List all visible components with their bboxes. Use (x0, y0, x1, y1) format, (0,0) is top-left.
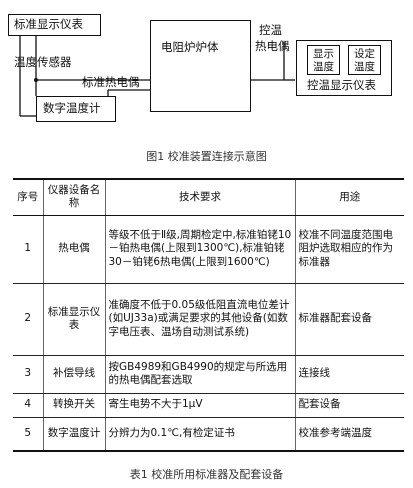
display-temperature-label-1: 显示 (313, 48, 334, 60)
cell-usage: 标准器配套设备 (295, 283, 404, 356)
digital-thermometer-label: 数字温度计 (43, 101, 101, 115)
temperature-sensor-label: 温度传感器 (14, 55, 72, 69)
cell-no: 1 (13, 215, 44, 284)
cell-no: 3 (13, 355, 44, 394)
cell-requirement: 准确度不低于0.05级低阻直流电位差计(如UJ33a)或满足要求的其他设备(如数… (105, 283, 296, 356)
header-usage: 用途 (295, 178, 404, 216)
header-no: 序号 (13, 178, 44, 216)
cell-device: 补偿导线 (43, 355, 106, 394)
display-temperature-box: 显示 温度 (307, 45, 340, 75)
junction-dot (34, 78, 38, 82)
cell-device: 热电偶 (43, 215, 106, 284)
table-header-row: 序号 仪器设备名称 技术要求 用途 (13, 178, 404, 216)
resistance-furnace: 电阻炉炉体 (150, 20, 251, 112)
table-row: 5 数字温度计 分辨力为0.1℃,有检定证书 校准参考端温度 (13, 417, 404, 452)
cell-requirement: 等级不低于Ⅱ级,周期检定中,标准铂铑10－铂热电偶(上限到1300℃),标准铂铑… (105, 215, 296, 284)
calibration-equipment-table: 序号 仪器设备名称 技术要求 用途 1 热电偶 等级不低于Ⅱ级,周期检定中,标准… (13, 178, 404, 452)
figure-1-caption: 图1 校准装置连接示意图 (146, 150, 267, 163)
control-thermocouple-label-1: 控温 (259, 23, 282, 37)
cell-usage: 连接线 (295, 355, 404, 394)
resistance-furnace-label: 电阻炉炉体 (161, 40, 219, 54)
cell-device: 数字温度计 (43, 417, 106, 452)
cell-no: 5 (13, 417, 44, 452)
table-row: 1 热电偶 等级不低于Ⅱ级,周期检定中,标准铂铑10－铂热电偶(上限到1300℃… (13, 215, 404, 284)
header-device: 仪器设备名称 (43, 178, 106, 216)
control-display-meter-label: 控温显示仪表 (307, 78, 376, 92)
cell-usage: 校准参考端温度 (295, 417, 404, 452)
cell-device: 转换开关 (43, 393, 106, 418)
control-thermocouple-label-2: 热电偶 (255, 39, 290, 53)
set-temperature-box: 设定 温度 (348, 45, 381, 75)
standard-thermocouple-label: 标准热电偶 (82, 75, 140, 89)
cell-usage: 校准不同温度范围电阻炉选取相应的作为标准器 (295, 215, 404, 284)
digital-thermometer: 数字温度计 (36, 96, 116, 122)
cell-usage: 配套设备 (295, 393, 404, 418)
table-row: 3 补偿导线 按GB4989和GB4990的规定与所选用的热电偶配套选取 连接线 (13, 355, 404, 394)
cell-no: 4 (13, 393, 44, 418)
cell-no: 2 (13, 283, 44, 356)
cell-requirement: 分辨力为0.1℃,有检定证书 (105, 417, 296, 452)
standard-display-meter: 标准显示仪表 (8, 14, 101, 36)
set-temperature-label-2: 温度 (354, 61, 375, 73)
header-requirement: 技术要求 (105, 178, 296, 216)
cell-device: 标准显示仪表 (43, 283, 106, 356)
display-temperature-label-2: 温度 (313, 61, 334, 73)
table-row: 2 标准显示仪表 准确度不低于0.05级低阻直流电位差计(如UJ33a)或满足要… (13, 283, 404, 356)
set-temperature-label-1: 设定 (354, 48, 375, 60)
table-row: 4 转换开关 寄生电势不大于1μV 配套设备 (13, 393, 404, 418)
control-display-meter: 显示 温度 设定 温度 控温显示仪表 (296, 40, 392, 96)
cell-requirement: 寄生电势不大于1μV (105, 393, 296, 418)
standard-display-meter-label: 标准显示仪表 (14, 17, 83, 31)
cell-requirement: 按GB4989和GB4990的规定与所选用的热电偶配套选取 (105, 355, 296, 394)
table-1-caption: 表1 校准所用标准器及配套设备 (129, 468, 284, 481)
